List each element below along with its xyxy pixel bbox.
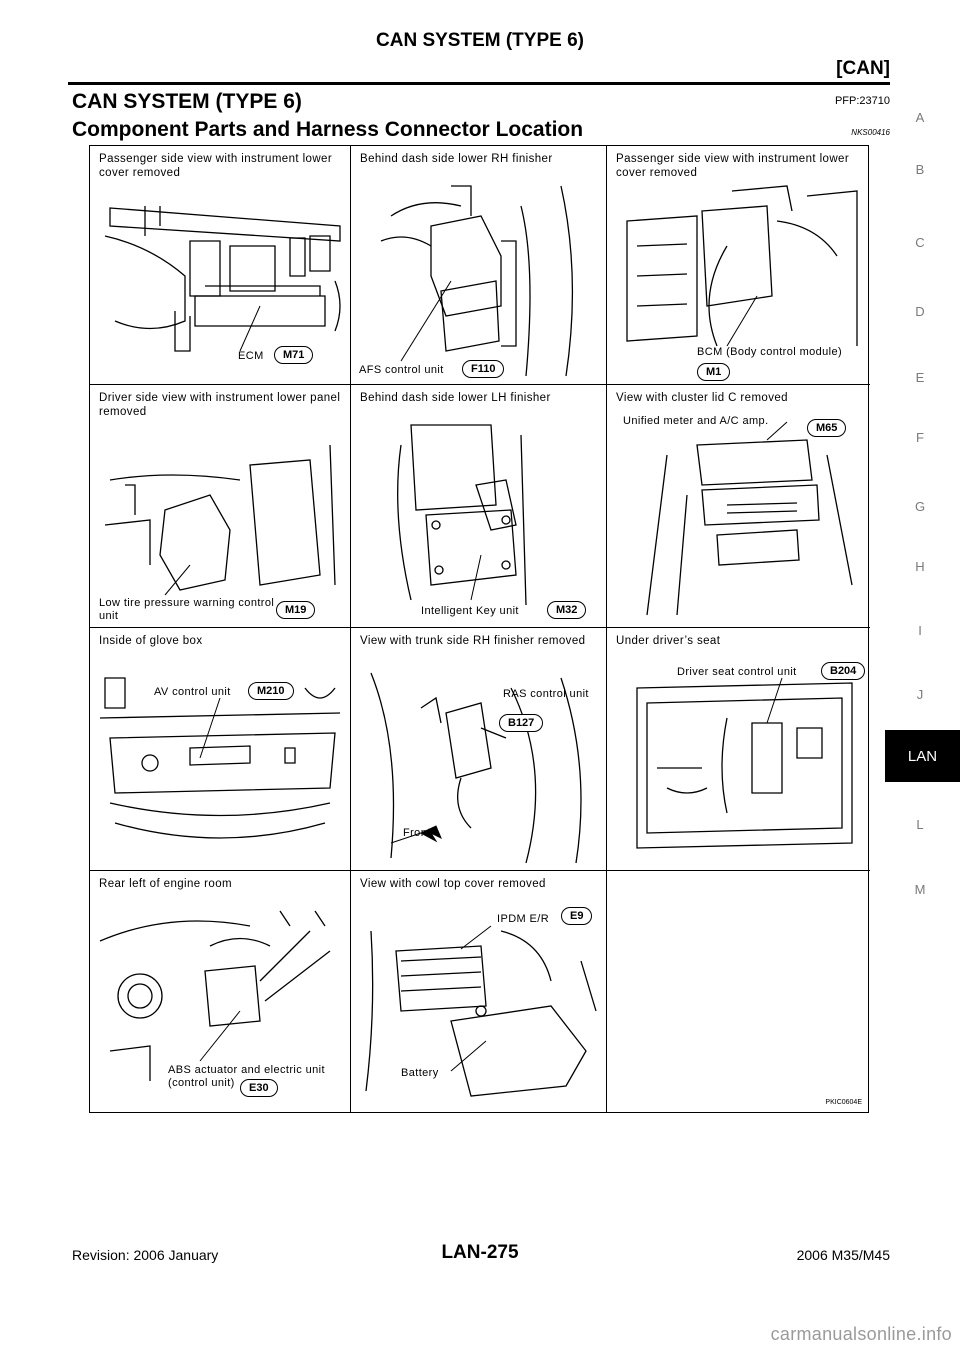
cell-caption: View with cluster lid C removed bbox=[616, 392, 788, 404]
side-index-letter[interactable]: L bbox=[916, 817, 924, 832]
cell-caption: Rear left of engine room bbox=[99, 878, 232, 890]
part-label: RAS control unit bbox=[503, 688, 589, 700]
ras-illustration bbox=[370, 672, 582, 864]
figure-cell-intelligent-key: Behind dash side lower LH finisher Intel… bbox=[351, 385, 607, 628]
part-label: BCM (Body control module) bbox=[697, 346, 843, 358]
figure-cell-bcm: Passenger side view with instrument lowe… bbox=[607, 146, 870, 385]
figure-cell-afs: Behind dash side lower RH finisher AFS c… bbox=[351, 146, 607, 385]
side-index-letter[interactable]: A bbox=[915, 110, 925, 125]
part-label: Intelligent Key unit bbox=[421, 605, 519, 617]
cell-caption: Passenger side view with instrument lowe… bbox=[99, 153, 333, 179]
page-header-tag: [CAN] bbox=[836, 58, 890, 79]
ecm-illustration bbox=[104, 206, 341, 352]
figure-cell-tpms: Driver side view with instrument lower p… bbox=[90, 385, 351, 628]
cell-caption: Behind dash side lower LH finisher bbox=[360, 392, 551, 404]
footer-revision: Revision: 2006 January bbox=[72, 1247, 219, 1263]
connector-badge: M32 bbox=[547, 601, 587, 619]
side-index-letter[interactable]: J bbox=[916, 687, 924, 702]
connector-badge: M1 bbox=[697, 363, 731, 381]
bcm-illustration bbox=[626, 185, 858, 347]
abs-illustration bbox=[99, 910, 331, 1081]
connector-badge: E30 bbox=[240, 1079, 278, 1097]
connector-badge: B204 bbox=[821, 662, 866, 680]
side-index-letter[interactable]: H bbox=[915, 559, 925, 574]
side-index-letter[interactable]: B bbox=[915, 162, 925, 177]
connector-badge: M65 bbox=[807, 419, 847, 437]
direction-label: Front bbox=[403, 827, 431, 839]
side-index-letter[interactable]: D bbox=[915, 304, 925, 319]
figure-cell-seat-control: Under driver’s seat Driver seat control … bbox=[607, 628, 870, 871]
side-index-letter[interactable]: C bbox=[915, 235, 925, 250]
footer-model: 2006 M35/M45 bbox=[796, 1247, 890, 1263]
connector-badge: M71 bbox=[274, 346, 314, 364]
figure-cell-ras: View with trunk side RH finisher removed… bbox=[351, 628, 607, 871]
part-label: ABS actuator and electric unit (control … bbox=[168, 1064, 325, 1089]
figure-id: PKIC0604E bbox=[825, 1099, 862, 1106]
figure-cell-abs: Rear left of engine room ABS actuator an… bbox=[90, 871, 351, 1112]
connector-badge: E9 bbox=[561, 907, 593, 925]
tpms-illustration bbox=[104, 444, 336, 596]
section-title: CAN SYSTEM (TYPE 6) bbox=[72, 90, 302, 113]
figure-cell-ipdm: View with cowl top cover removed IPDM E/… bbox=[351, 871, 607, 1112]
subsection-title: Component Parts and Harness Connector Lo… bbox=[72, 118, 584, 141]
cell-caption: Under driver’s seat bbox=[616, 635, 721, 647]
intelligent-key-illustration bbox=[397, 424, 527, 606]
side-index-tab-active[interactable]: LAN bbox=[885, 730, 960, 782]
component-location-figure: Passenger side view with instrument lowe… bbox=[89, 145, 870, 1113]
ipdm-illustration bbox=[365, 925, 597, 1097]
afs-illustration bbox=[380, 185, 574, 377]
connector-badge: F110 bbox=[462, 360, 505, 378]
part-label: Low tire pressure warning control unit bbox=[99, 597, 275, 622]
battery-label: Battery bbox=[401, 1067, 439, 1079]
header-rule bbox=[68, 82, 890, 85]
figure-cell-unified-meter: View with cluster lid C removed Unified … bbox=[607, 385, 870, 628]
connector-badge: M19 bbox=[276, 601, 316, 619]
cell-caption: Passenger side view with instrument lowe… bbox=[616, 153, 850, 179]
part-label: IPDM E/R bbox=[497, 913, 550, 925]
page-header-title: CAN SYSTEM (TYPE 6) bbox=[376, 30, 584, 51]
side-index-letter[interactable]: G bbox=[914, 499, 926, 514]
cell-caption: Behind dash side lower RH finisher bbox=[360, 153, 553, 165]
part-label: Driver seat control unit bbox=[677, 666, 797, 678]
side-index-letter[interactable]: M bbox=[914, 882, 926, 897]
seat-control-illustration bbox=[636, 677, 853, 849]
av-control-illustration bbox=[99, 677, 341, 839]
footer-page-number: LAN-275 bbox=[441, 1242, 519, 1263]
part-label: AFS control unit bbox=[359, 364, 444, 376]
subsection-code: NKS00416 bbox=[851, 128, 890, 137]
section-code: PFP:23710 bbox=[834, 95, 890, 107]
figure-cell-empty: PKIC0604E bbox=[607, 871, 870, 1112]
cell-caption: Inside of glove box bbox=[99, 635, 203, 647]
part-label: ECM bbox=[238, 350, 264, 362]
connector-badge: B127 bbox=[499, 714, 544, 732]
part-label: Unified meter and A/C amp. bbox=[623, 415, 769, 427]
cell-caption: View with cowl top cover removed bbox=[360, 878, 546, 890]
part-label: AV control unit bbox=[154, 686, 231, 698]
unified-meter-illustration bbox=[646, 421, 853, 616]
figure-cell-av-control: Inside of glove box AV control unit M210 bbox=[90, 628, 351, 871]
side-index-letter[interactable]: E bbox=[915, 370, 925, 385]
side-index-letter[interactable]: F bbox=[916, 430, 924, 445]
side-index-letter[interactable]: I bbox=[918, 623, 922, 638]
cell-caption: Driver side view with instrument lower p… bbox=[99, 392, 341, 418]
figure-cell-ecm: Passenger side view with instrument lowe… bbox=[90, 146, 351, 385]
connector-badge: M210 bbox=[248, 682, 294, 700]
watermark: carmanualsonline.info bbox=[770, 1324, 952, 1344]
cell-caption: View with trunk side RH finisher removed bbox=[360, 635, 586, 647]
